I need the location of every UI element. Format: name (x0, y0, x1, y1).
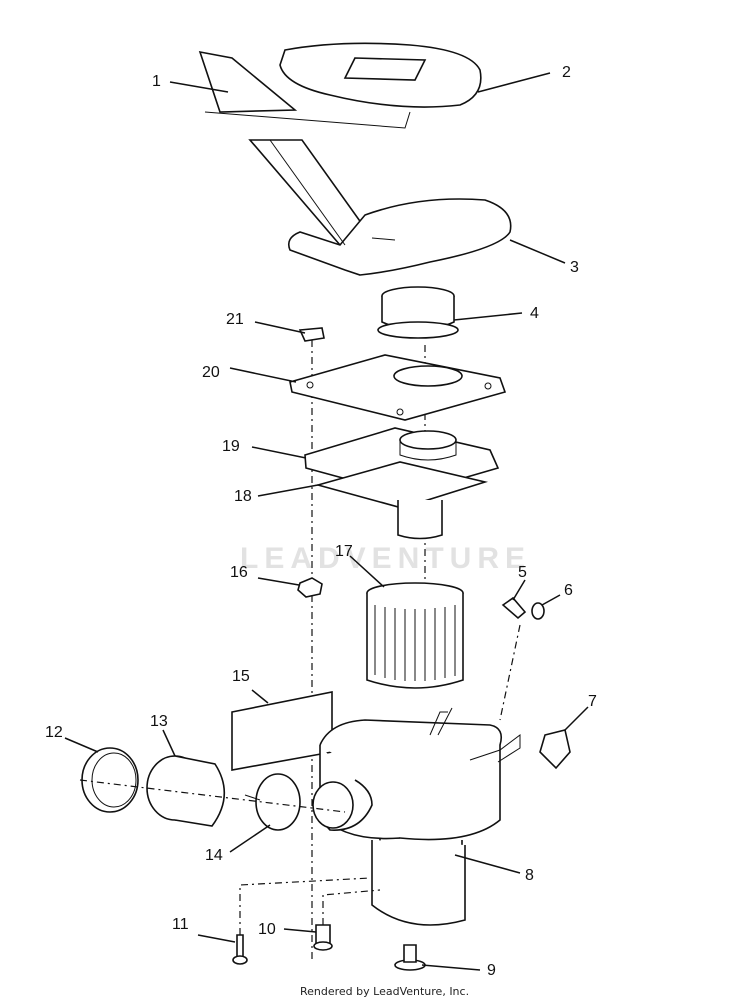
callout-20: 20 (202, 364, 220, 381)
part-3-intake-cover (248, 139, 512, 276)
callout-17: 17 (335, 543, 353, 560)
part-18-gasket (315, 461, 489, 509)
part-21-nut (298, 327, 325, 342)
callout-18: 18 (234, 488, 252, 505)
part-10-pin (313, 924, 333, 951)
callout-15: 15 (232, 668, 250, 685)
callout-8: 8 (525, 867, 534, 884)
callout-14: 14 (205, 847, 223, 864)
part-2-foam-pad (279, 42, 482, 108)
footer-credit: Rendered by LeadVenture, Inc. (300, 985, 469, 998)
part-17-filter (366, 582, 464, 689)
callout-13: 13 (150, 713, 168, 730)
callout-11: 11 (172, 916, 189, 933)
callout-3: 3 (570, 259, 579, 276)
callout-16: 16 (230, 564, 248, 581)
callout-4: 4 (530, 305, 539, 322)
part-7-clip (539, 729, 571, 770)
align-10 (322, 889, 381, 925)
part-12-clamp (81, 747, 139, 813)
callout-6: 6 (564, 582, 573, 599)
align-5-6 (499, 624, 521, 721)
part-6-washer (531, 602, 545, 620)
watermark: LEADVENTURE (240, 542, 531, 575)
part-11-screw (232, 934, 248, 965)
part-4-boot (377, 286, 459, 339)
callout-19: 19 (222, 438, 240, 455)
part-14-clamp (244, 773, 301, 831)
callout-10: 10 (258, 921, 276, 938)
leader-lines (64, 72, 589, 971)
part-5-bolt (501, 596, 527, 620)
part-16-nut (297, 577, 323, 598)
callout-9: 9 (487, 962, 496, 979)
callout-1: 1 (152, 73, 161, 90)
callout-7: 7 (588, 693, 597, 710)
part-8-housing (312, 707, 521, 926)
align-11 (239, 877, 371, 935)
callout-21: 21 (226, 311, 244, 328)
duct-axis (79, 779, 346, 813)
part-1-decal (198, 50, 411, 129)
callout-12: 12 (45, 724, 63, 741)
part-20-top-plate (289, 354, 507, 421)
part-13-adapter (146, 755, 226, 827)
callout-5: 5 (518, 564, 527, 581)
callout-2: 2 (562, 64, 571, 81)
part-15-label (231, 691, 333, 771)
lid-spout (397, 500, 443, 540)
part-9-drain (394, 944, 426, 971)
